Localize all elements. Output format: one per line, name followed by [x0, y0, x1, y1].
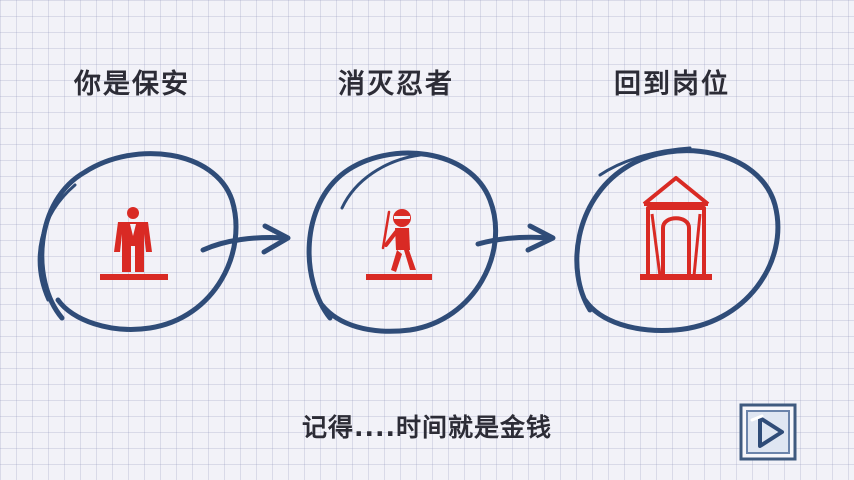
step-1-title: 你是保安 [74, 69, 190, 100]
step-3-circle [574, 146, 781, 333]
play-icon [739, 403, 797, 461]
security-guard-icon [100, 207, 168, 280]
bottom-caption: 记得....时间就是金钱 [302, 413, 552, 442]
arrow-1-icon [200, 223, 291, 255]
ninja-icon [366, 209, 432, 280]
arrow-2-icon [475, 223, 556, 253]
step-3-title: 回到岗位 [614, 69, 730, 100]
step-2-circle [306, 150, 499, 334]
guard-post-icon [640, 176, 712, 280]
step-1-circle [37, 151, 239, 332]
step-2-title: 消灭忍者 [338, 69, 454, 100]
play-button[interactable] [738, 402, 798, 462]
